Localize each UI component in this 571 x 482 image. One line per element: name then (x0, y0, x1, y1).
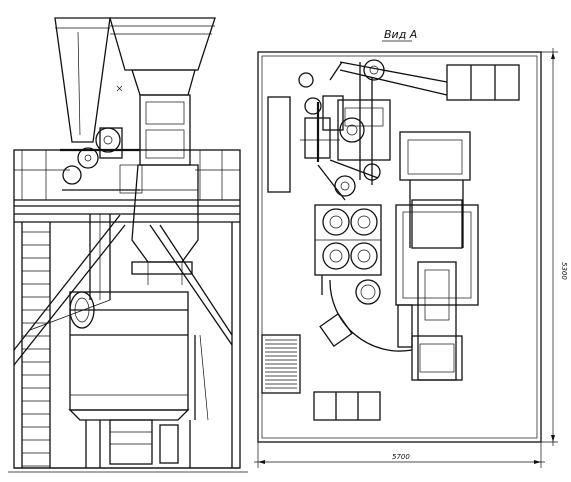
discharge-cone (131, 164, 199, 285)
access-ladder (21, 222, 51, 468)
feed-hoppers (54, 17, 216, 143)
dimension-height: 5300 (541, 48, 568, 446)
support-frame (8, 149, 248, 473)
discharge-unit (397, 261, 463, 381)
diagonal-braces (13, 214, 233, 366)
height-dimension-label: 5300 (560, 262, 568, 280)
dosing-cylinders (314, 204, 382, 295)
dimension-width: 5700 (254, 442, 545, 468)
bottom-motor (85, 419, 191, 468)
bottom-bins (313, 391, 381, 421)
drive-units (298, 72, 391, 201)
view-label: Вид А (384, 28, 417, 41)
plan-view: Вид А (254, 28, 568, 468)
foundation-outline (257, 51, 542, 443)
width-dimension-label: 5700 (392, 453, 410, 461)
central-mixer (319, 279, 413, 352)
mixer-frame (395, 131, 479, 306)
side-elevation-view (8, 17, 248, 473)
vent-grille (261, 334, 301, 394)
transfer-ducts (89, 214, 111, 300)
drive-gearbox (60, 94, 191, 194)
storage-bins (446, 64, 520, 101)
control-cabinet (267, 96, 291, 193)
mixing-vessel (68, 291, 209, 421)
